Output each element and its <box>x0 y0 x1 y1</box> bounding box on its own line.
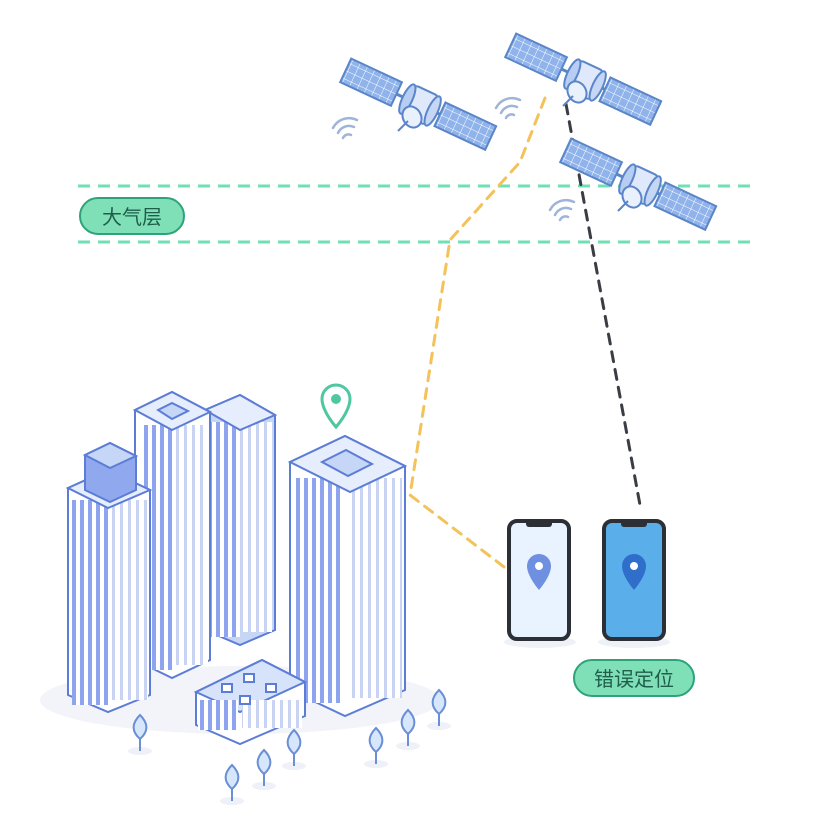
location-pin-icon <box>527 554 551 590</box>
wrong-position-label-text: 错误定位 <box>594 667 674 691</box>
wifi-signal-icon <box>494 96 522 120</box>
building-left <box>65 441 153 714</box>
wifi-signal-icon <box>548 198 576 222</box>
wrong-position-label: 错误定位 <box>573 659 695 697</box>
tree-icon <box>363 727 389 769</box>
tree-icon <box>251 749 277 791</box>
atmosphere-label-text: 大气层 <box>102 205 162 229</box>
reflected-signal-path <box>408 96 547 572</box>
building-back-right <box>202 393 278 647</box>
location-pin-icon <box>622 554 646 590</box>
satellite-icon <box>557 134 719 234</box>
wifi-signal-icon <box>331 116 359 140</box>
building-front-tower <box>287 434 408 718</box>
tree-icon <box>219 764 245 806</box>
satellite-icon <box>502 29 664 129</box>
satellite-icon <box>337 54 499 154</box>
building-low <box>193 658 308 746</box>
direct-signal-path <box>564 102 642 507</box>
atmosphere-label: 大气层 <box>79 197 185 235</box>
tree-icon <box>281 729 307 771</box>
phone-icon <box>598 519 670 648</box>
location-pin-icon <box>320 383 352 430</box>
phone-icon <box>504 519 576 648</box>
